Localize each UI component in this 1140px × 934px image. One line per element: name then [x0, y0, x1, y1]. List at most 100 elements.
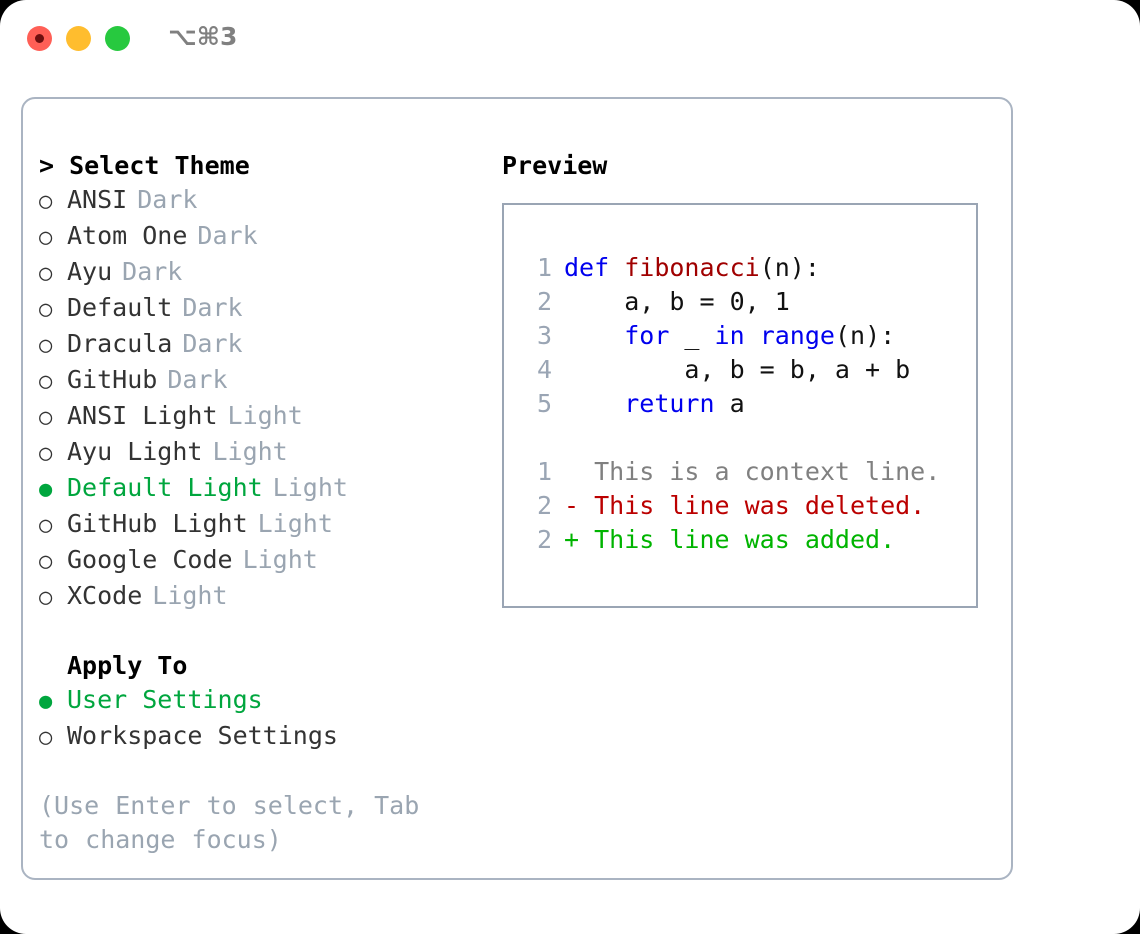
radio-selected-icon: ● [39, 689, 53, 714]
theme-option-label: Default Light [67, 473, 263, 502]
line-number: 2 [536, 491, 552, 520]
code-token-kw: for [624, 321, 670, 350]
code-line: 5 return a [520, 387, 940, 421]
theme-option-tag: Dark [167, 365, 228, 394]
caret-icon: > [39, 151, 55, 180]
theme-option-tag: Light [257, 509, 333, 538]
code-token-plain: (n): [834, 321, 896, 350]
code-token-plain [564, 387, 624, 421]
code-token-plain: a, b = b, a + b [564, 355, 911, 384]
close-button[interactable] [27, 26, 52, 51]
code-token-plain [564, 319, 624, 353]
line-number: 1 [536, 457, 552, 486]
theme-option-tag: Light [212, 437, 288, 466]
line-number: 4 [536, 355, 552, 384]
maximize-button[interactable] [105, 26, 130, 51]
radio-unselected-icon: ○ [39, 369, 53, 394]
code-token-fn: fibonacci [624, 253, 760, 282]
keyboard-shortcut-label: ⌥⌘3 [168, 22, 238, 51]
theme-option-tag: Light [242, 545, 318, 574]
theme-option-tag: Light [227, 401, 303, 430]
radio-unselected-icon: ○ [39, 725, 53, 750]
line-number: 5 [536, 389, 552, 418]
code-token-plain: (n): [759, 253, 820, 282]
diff-text: This line was added. [594, 525, 896, 554]
theme-option-google-code[interactable]: ○ Google Code Light [39, 543, 479, 579]
apply-option-label: Workspace Settings [67, 721, 338, 750]
keyboard-hint-text: (Use Enter to select, Tab to change focu… [39, 791, 420, 854]
preview-heading: Preview [502, 151, 608, 180]
theme-option-label: GitHub Light [67, 509, 248, 538]
diff-text: This line was deleted. [594, 491, 926, 520]
window-controls [27, 26, 130, 51]
apply-option-workspace-settings[interactable]: ○ Workspace Settings [39, 719, 479, 755]
theme-option-label: ANSI [67, 185, 128, 214]
code-token-plain: a, b = 0, 1 [564, 287, 790, 316]
diff-marker: - [564, 491, 595, 520]
line-number: 1 [536, 253, 552, 282]
code-line: 3 for _ in range(n): [520, 319, 940, 353]
code-token-kw: range [759, 321, 835, 350]
radio-unselected-icon: ○ [39, 261, 53, 286]
radio-selected-icon: ● [39, 477, 53, 502]
radio-unselected-icon: ○ [39, 405, 53, 430]
diff-marker [564, 455, 594, 489]
theme-option-tag: Dark [197, 221, 258, 250]
hint-gap [39, 755, 479, 789]
theme-option-label: Google Code [67, 545, 233, 574]
diff-text: This is a context line. [594, 457, 941, 486]
code-token-kw: def [564, 253, 625, 282]
radio-unselected-icon: ○ [39, 333, 53, 358]
theme-option-label: ANSI Light [67, 401, 218, 430]
theme-option-ayu-light[interactable]: ○ Ayu Light Light [39, 435, 479, 471]
radio-unselected-icon: ○ [39, 513, 53, 538]
theme-option-default[interactable]: ○ Default Dark [39, 291, 479, 327]
code-token-plain: a [714, 389, 745, 418]
list-gap [39, 615, 479, 649]
theme-option-tag: Dark [182, 293, 243, 322]
apply-option-user-settings[interactable]: ● User Settings [39, 683, 479, 719]
diff-line-add: 2 + This line was added. [520, 523, 940, 557]
code-blank-line [520, 421, 940, 455]
theme-option-github-light[interactable]: ○ GitHub Light Light [39, 507, 479, 543]
apply-option-label: User Settings [67, 685, 263, 714]
theme-option-label: Default [67, 293, 173, 322]
theme-option-ansi-light[interactable]: ○ ANSI Light Light [39, 399, 479, 435]
title-bar: ⌥⌘3 [0, 0, 1140, 76]
radio-unselected-icon: ○ [39, 441, 53, 466]
code-token-kw: return [624, 389, 715, 418]
minimize-button[interactable] [66, 26, 91, 51]
line-number: 2 [536, 287, 552, 316]
diff-line-ctx: 1 This is a context line. [520, 455, 940, 489]
code-token-plain: _ [669, 321, 715, 350]
theme-option-tag: Dark [122, 257, 183, 286]
line-number: 2 [536, 525, 552, 554]
theme-option-tag: Dark [137, 185, 198, 214]
theme-option-tag: Dark [182, 329, 243, 358]
code-line: 4 a, b = b, a + b [520, 353, 940, 387]
apply-to-heading: Apply To [67, 651, 188, 680]
radio-unselected-icon: ○ [39, 297, 53, 322]
theme-option-ayu[interactable]: ○ Ayu Dark [39, 255, 479, 291]
theme-option-default-light[interactable]: ● Default Light Light [39, 471, 479, 507]
select-theme-heading: > Select Theme [39, 149, 479, 183]
theme-option-tag: Light [272, 473, 348, 502]
radio-unselected-icon: ○ [39, 225, 53, 250]
theme-option-label: XCode [67, 581, 143, 610]
diff-marker: + [564, 525, 595, 554]
code-token-plain [745, 319, 760, 353]
theme-option-label: Ayu [67, 257, 113, 286]
theme-option-label: Ayu Light [67, 437, 203, 466]
radio-unselected-icon: ○ [39, 549, 53, 574]
radio-unselected-icon: ○ [39, 585, 53, 610]
